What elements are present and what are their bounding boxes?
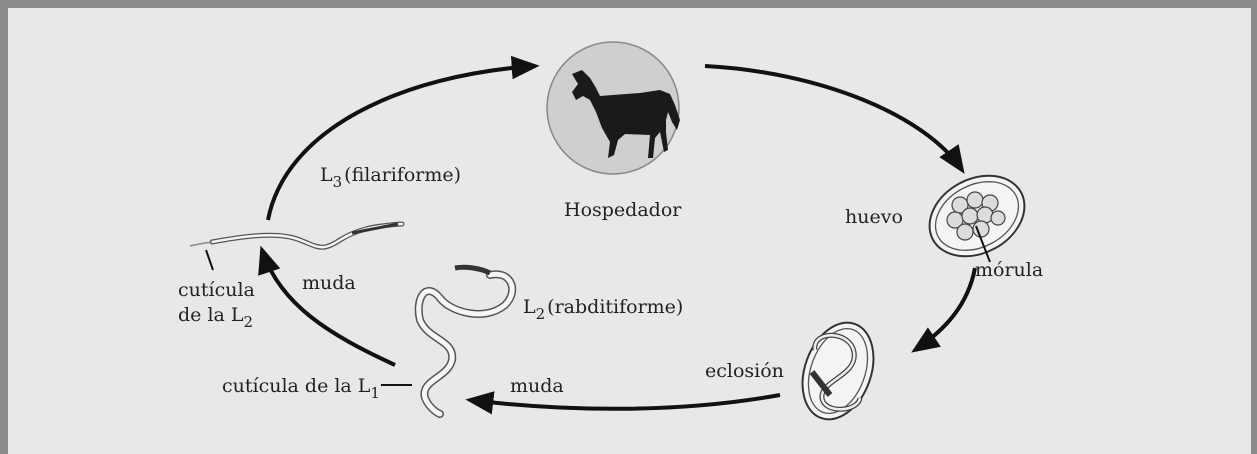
morula-label: mórula	[975, 259, 1043, 281]
egg-label: huevo	[845, 206, 903, 228]
l3-subscript: 3	[333, 173, 343, 191]
cuticle-l1-label: cutícula de la L1	[222, 375, 380, 397]
arrow-l2-to-l3	[262, 250, 395, 365]
cuticle-l2-pointer	[206, 250, 213, 270]
cuticle-l2-label-line1: cutícula	[178, 279, 255, 301]
arrow-l3-to-host	[268, 66, 535, 220]
l2-subscript: 2	[536, 305, 546, 323]
egg-icon	[915, 160, 1038, 272]
host-group	[547, 42, 680, 174]
l3-label: L3(filariforme)	[320, 164, 461, 186]
arrow-host-to-egg	[705, 66, 962, 170]
l2-letter: L	[523, 296, 536, 318]
l2-description: (rabditiforme)	[547, 296, 683, 318]
l2-larva-icon	[419, 267, 513, 414]
molt-bottom-label: muda	[510, 375, 564, 397]
arrow-egg-to-hatching	[915, 268, 975, 350]
host-label: Hospedador	[564, 199, 681, 221]
hatching-egg-icon	[790, 313, 886, 430]
arrow-hatching-to-l2	[470, 395, 780, 409]
cuticle-l1-text: cutícula de la L	[222, 375, 370, 397]
l2-label: L2(rabditiforme)	[523, 296, 683, 318]
hatching-label: eclosión	[705, 360, 784, 382]
cuticle-l2-label-line2: de la L2	[178, 304, 253, 326]
l3-larva-icon	[190, 224, 402, 247]
cuticle-l1-subscript: 1	[370, 384, 380, 402]
l3-description: (filariforme)	[344, 164, 461, 186]
molt-left-label: muda	[302, 272, 356, 294]
l3-letter: L	[320, 164, 333, 186]
cuticle-l2-text: de la L	[178, 304, 244, 326]
cuticle-l2-subscript: 2	[244, 313, 254, 331]
